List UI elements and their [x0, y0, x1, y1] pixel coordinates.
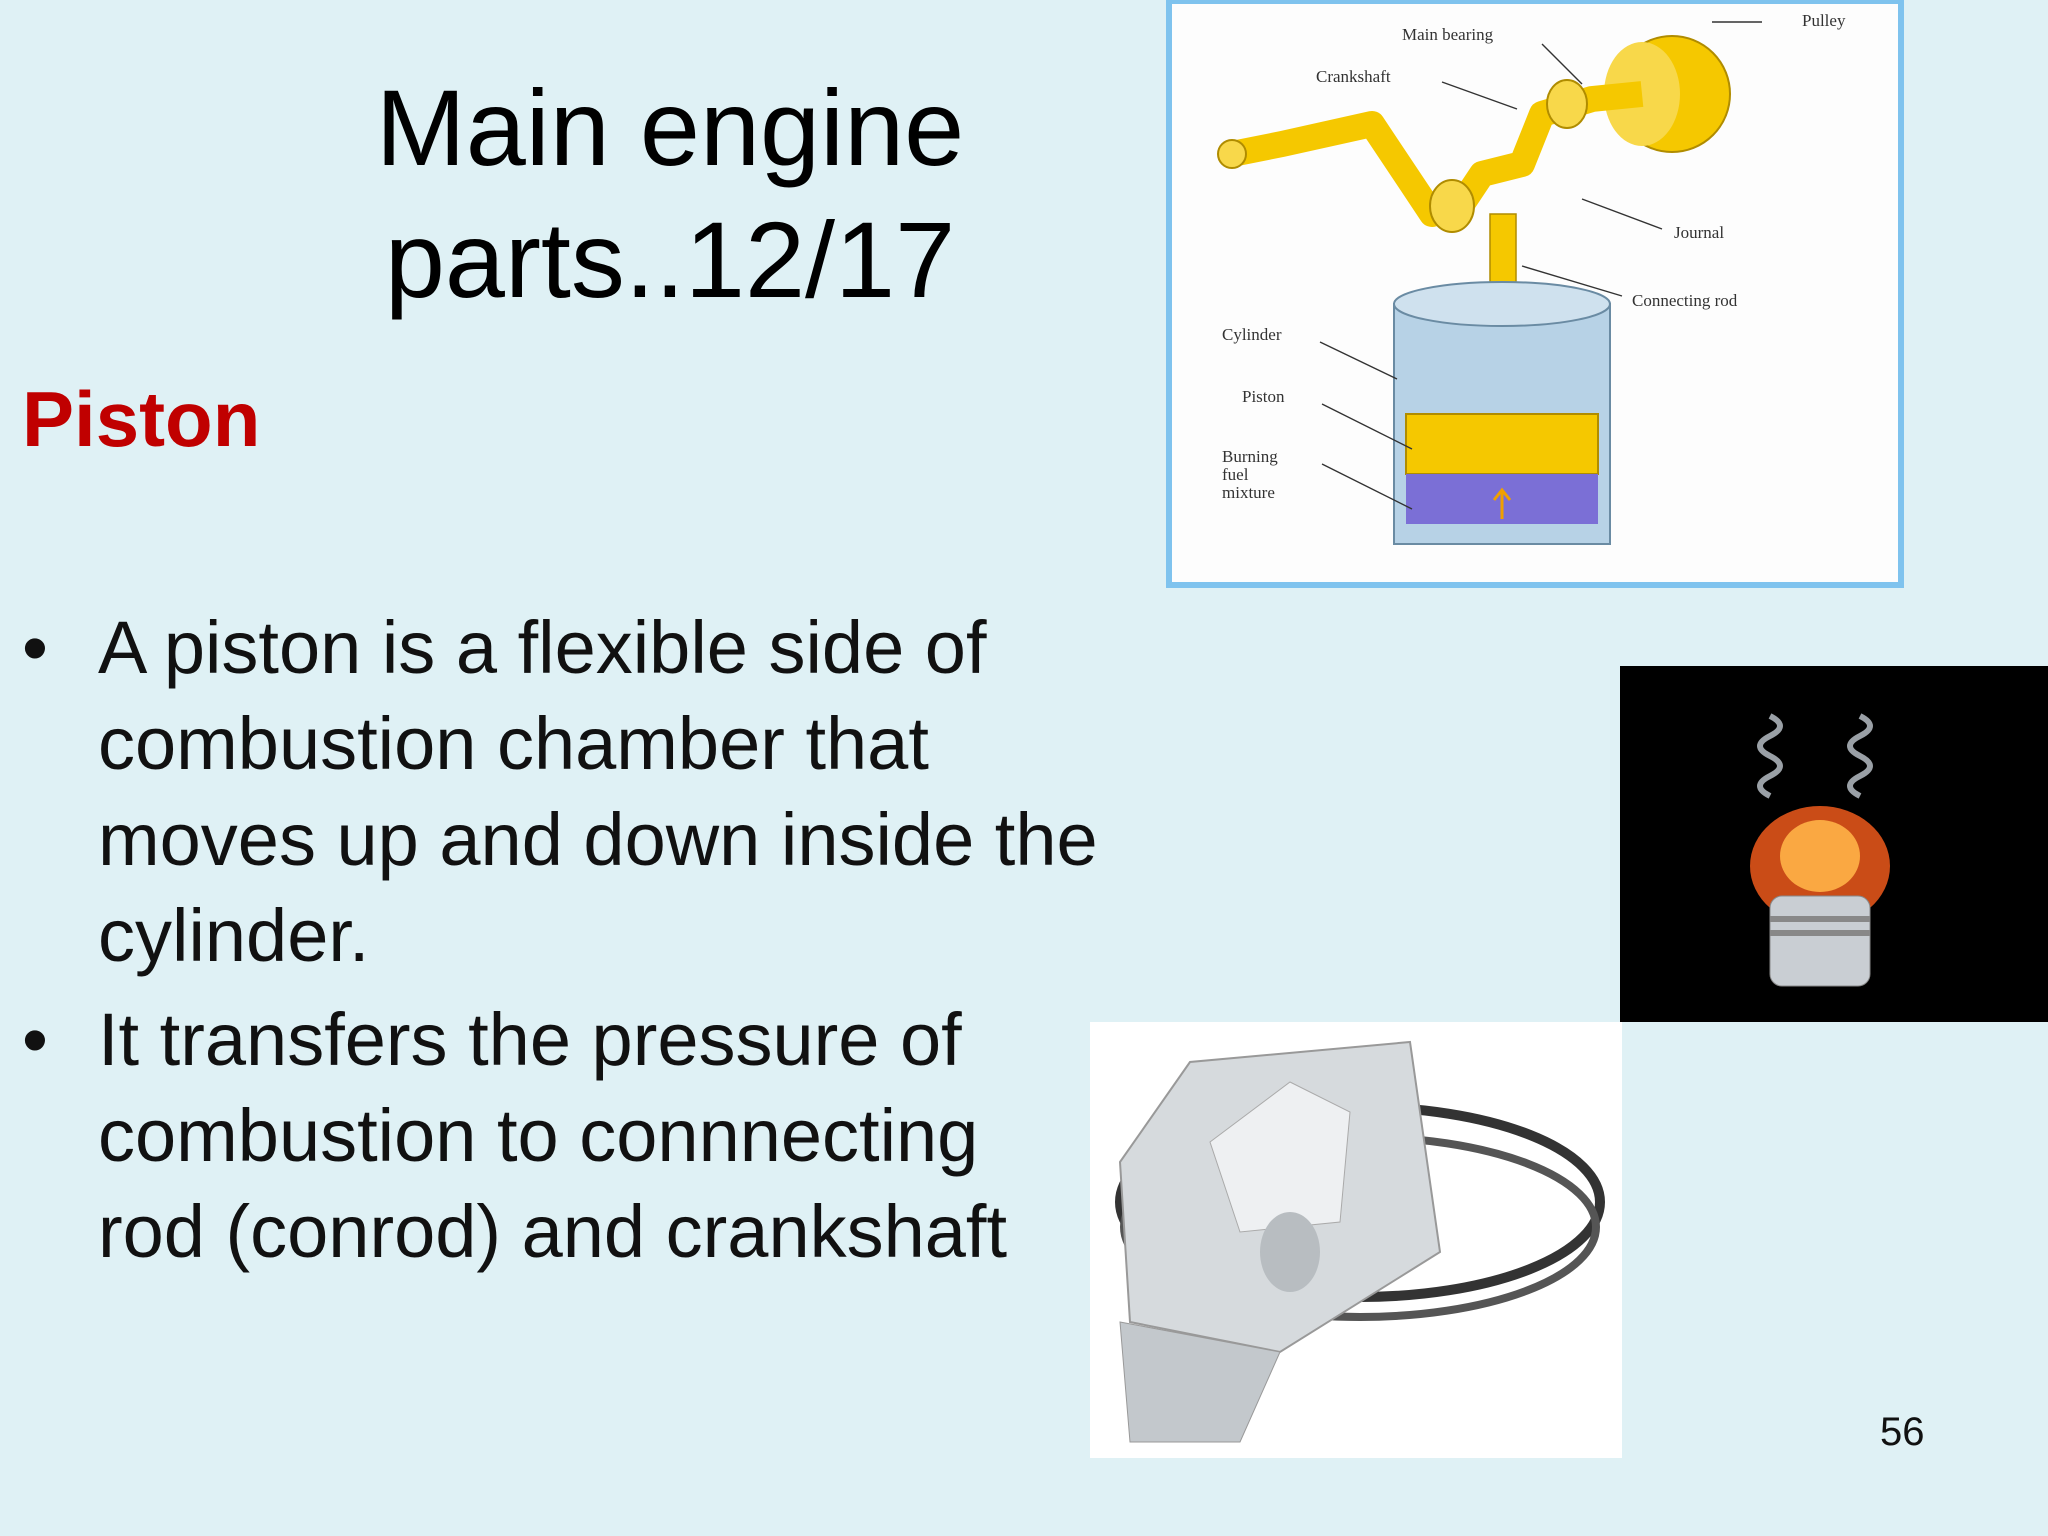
- leader-lines: [1319, 21, 1762, 510]
- label-cylinder: Cylinder: [1222, 325, 1282, 344]
- bullet-text: A piston is a flexible side of combustio…: [98, 606, 1098, 977]
- combustion-photo: [1620, 666, 2048, 1022]
- label-connecting-rod: Connecting rod: [1632, 291, 1738, 310]
- bullet-list: • A piston is a flexible side of combust…: [22, 600, 1102, 1288]
- combustion-photo-drawing: [1620, 666, 2048, 1022]
- cylinder-top: [1393, 281, 1611, 327]
- journal-shape: [1429, 179, 1475, 233]
- piston-rings-photo: [1090, 1022, 1622, 1458]
- section-subtitle: Piston: [22, 375, 261, 463]
- valve-springs: [1757, 713, 1873, 799]
- piston-rings-drawing: [1090, 1022, 1622, 1458]
- bullet-dot: •: [22, 606, 48, 689]
- bullet-dot: •: [22, 998, 48, 1081]
- bullet-item: • A piston is a flexible side of combust…: [22, 600, 1102, 984]
- label-crankshaft: Crankshaft: [1316, 67, 1391, 86]
- engine-diagram-drawing: Pulley Main bearing Crankshaft Journal C…: [1217, 11, 1846, 545]
- shaft-end: [1217, 139, 1247, 169]
- label-burning: Burning: [1222, 447, 1278, 466]
- piston-shape: [1405, 413, 1599, 475]
- bullet-item: • It transfers the pressure of combustio…: [22, 992, 1102, 1280]
- bullet-text: It transfers the pressure of combustion …: [98, 998, 1008, 1273]
- engine-diagram: Pulley Main bearing Crankshaft Journal C…: [1166, 0, 1904, 588]
- label-fuel: fuel: [1222, 465, 1249, 484]
- up-arrow-icon: [1492, 487, 1512, 519]
- page-number: 56: [1880, 1410, 1925, 1454]
- title-line-1: Main engine: [375, 67, 965, 188]
- label-journal: Journal: [1674, 223, 1724, 242]
- piston-photo-shape: [1769, 895, 1871, 987]
- label-piston: Piston: [1242, 387, 1285, 406]
- label-pulley: Pulley: [1802, 11, 1846, 30]
- main-bearing-shape: [1546, 79, 1588, 129]
- slide-title: Main engine parts..12/17: [290, 62, 1050, 326]
- label-main-bearing: Main bearing: [1402, 25, 1494, 44]
- title-line-2: parts..12/17: [384, 199, 956, 320]
- label-mixture: mixture: [1222, 483, 1275, 502]
